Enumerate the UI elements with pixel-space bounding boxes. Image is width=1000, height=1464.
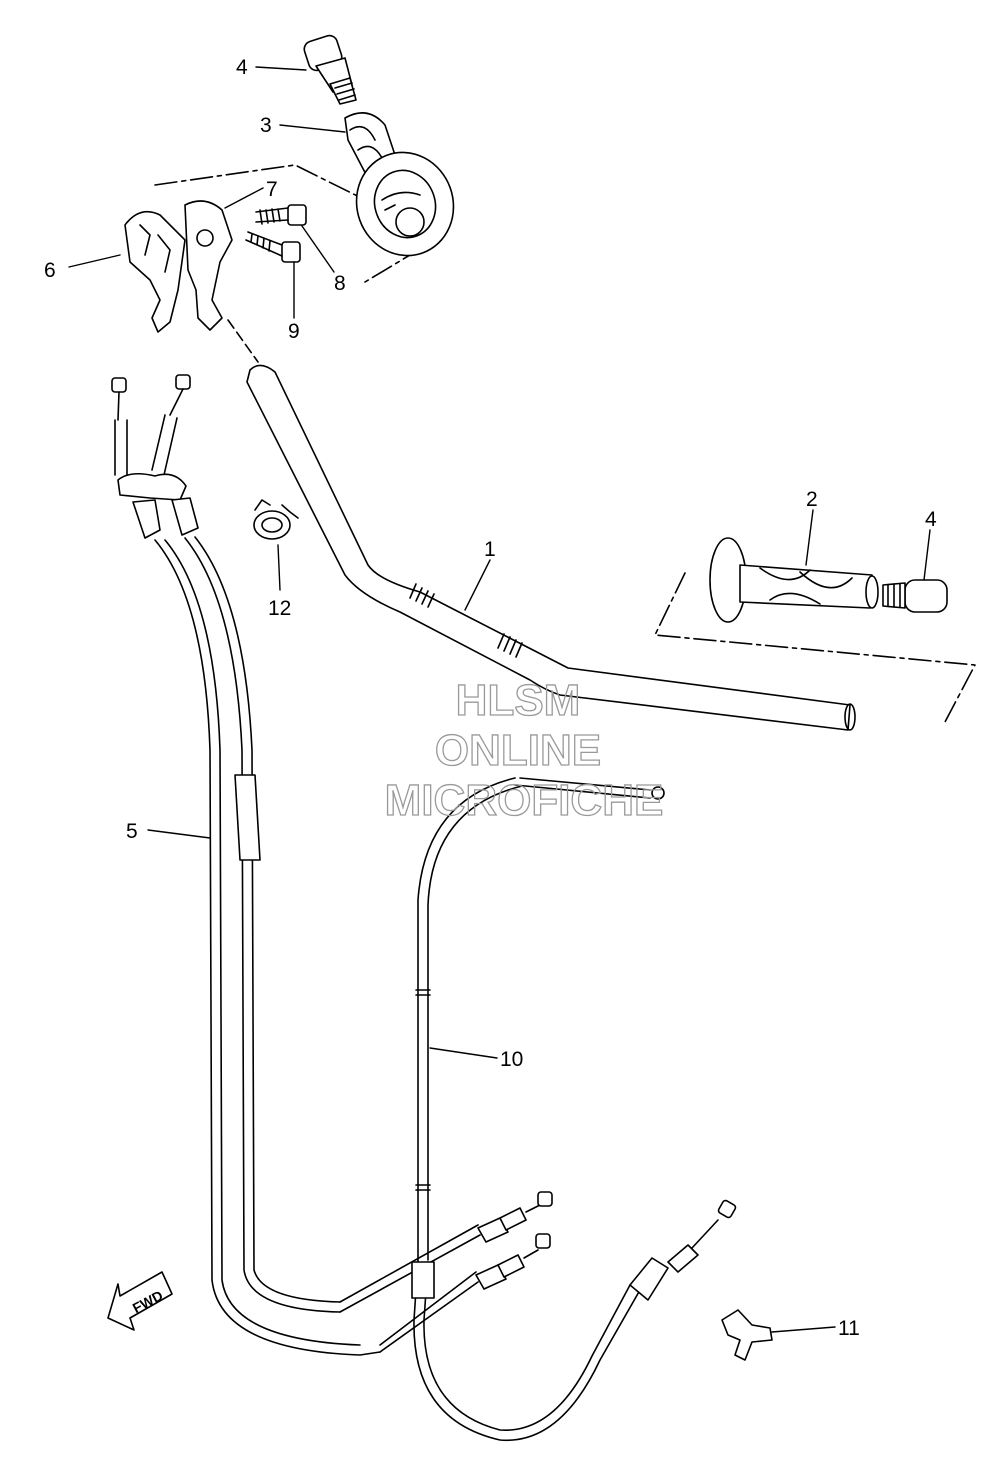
handlebar-grip-left-icon (709, 537, 879, 623)
cable-10-icon (411, 777, 737, 1442)
right-assembly-frame (654, 572, 976, 723)
callout-4-right: 4 (925, 508, 937, 531)
callout-9: 9 (288, 320, 300, 343)
throttle-grip-icon (344, 112, 455, 257)
callout-1: 1 (484, 538, 496, 561)
callout-7: 7 (266, 178, 278, 201)
bar-end-weight-left-icon (303, 34, 357, 105)
watermark-line-2: ONLINE (435, 726, 601, 775)
handlebar-icon (246, 364, 856, 731)
screw-9-icon (245, 231, 301, 263)
callout-10: 10 (500, 1048, 523, 1071)
callout-3: 3 (260, 114, 272, 137)
callout-11: 11 (838, 1317, 860, 1340)
callout-2: 2 (806, 488, 818, 511)
screw-8-icon (255, 204, 307, 226)
callout-6: 6 (44, 259, 56, 282)
callout-12: 12 (268, 597, 291, 620)
forward-direction-arrow-icon (107, 1271, 173, 1331)
throttle-cable-icon (111, 374, 553, 1356)
throttle-housing-upper-icon (184, 200, 233, 331)
watermark-line-3: MICROFICHE (385, 776, 664, 825)
throttle-housing-lower-icon (124, 210, 186, 333)
watermark-line-1: HLSM (456, 676, 581, 725)
leader-lines (68, 66, 931, 1333)
cable-clamp-icon (253, 499, 299, 540)
watermark: HLSM ONLINE MICROFICHE (384, 675, 664, 825)
cable-clip-icon (721, 1309, 773, 1361)
bar-end-leader-line (227, 319, 259, 363)
callout-8: 8 (334, 272, 346, 295)
callout-5: 5 (126, 820, 138, 843)
callout-4-top: 4 (236, 56, 248, 79)
bar-end-weight-right-icon (882, 579, 948, 613)
